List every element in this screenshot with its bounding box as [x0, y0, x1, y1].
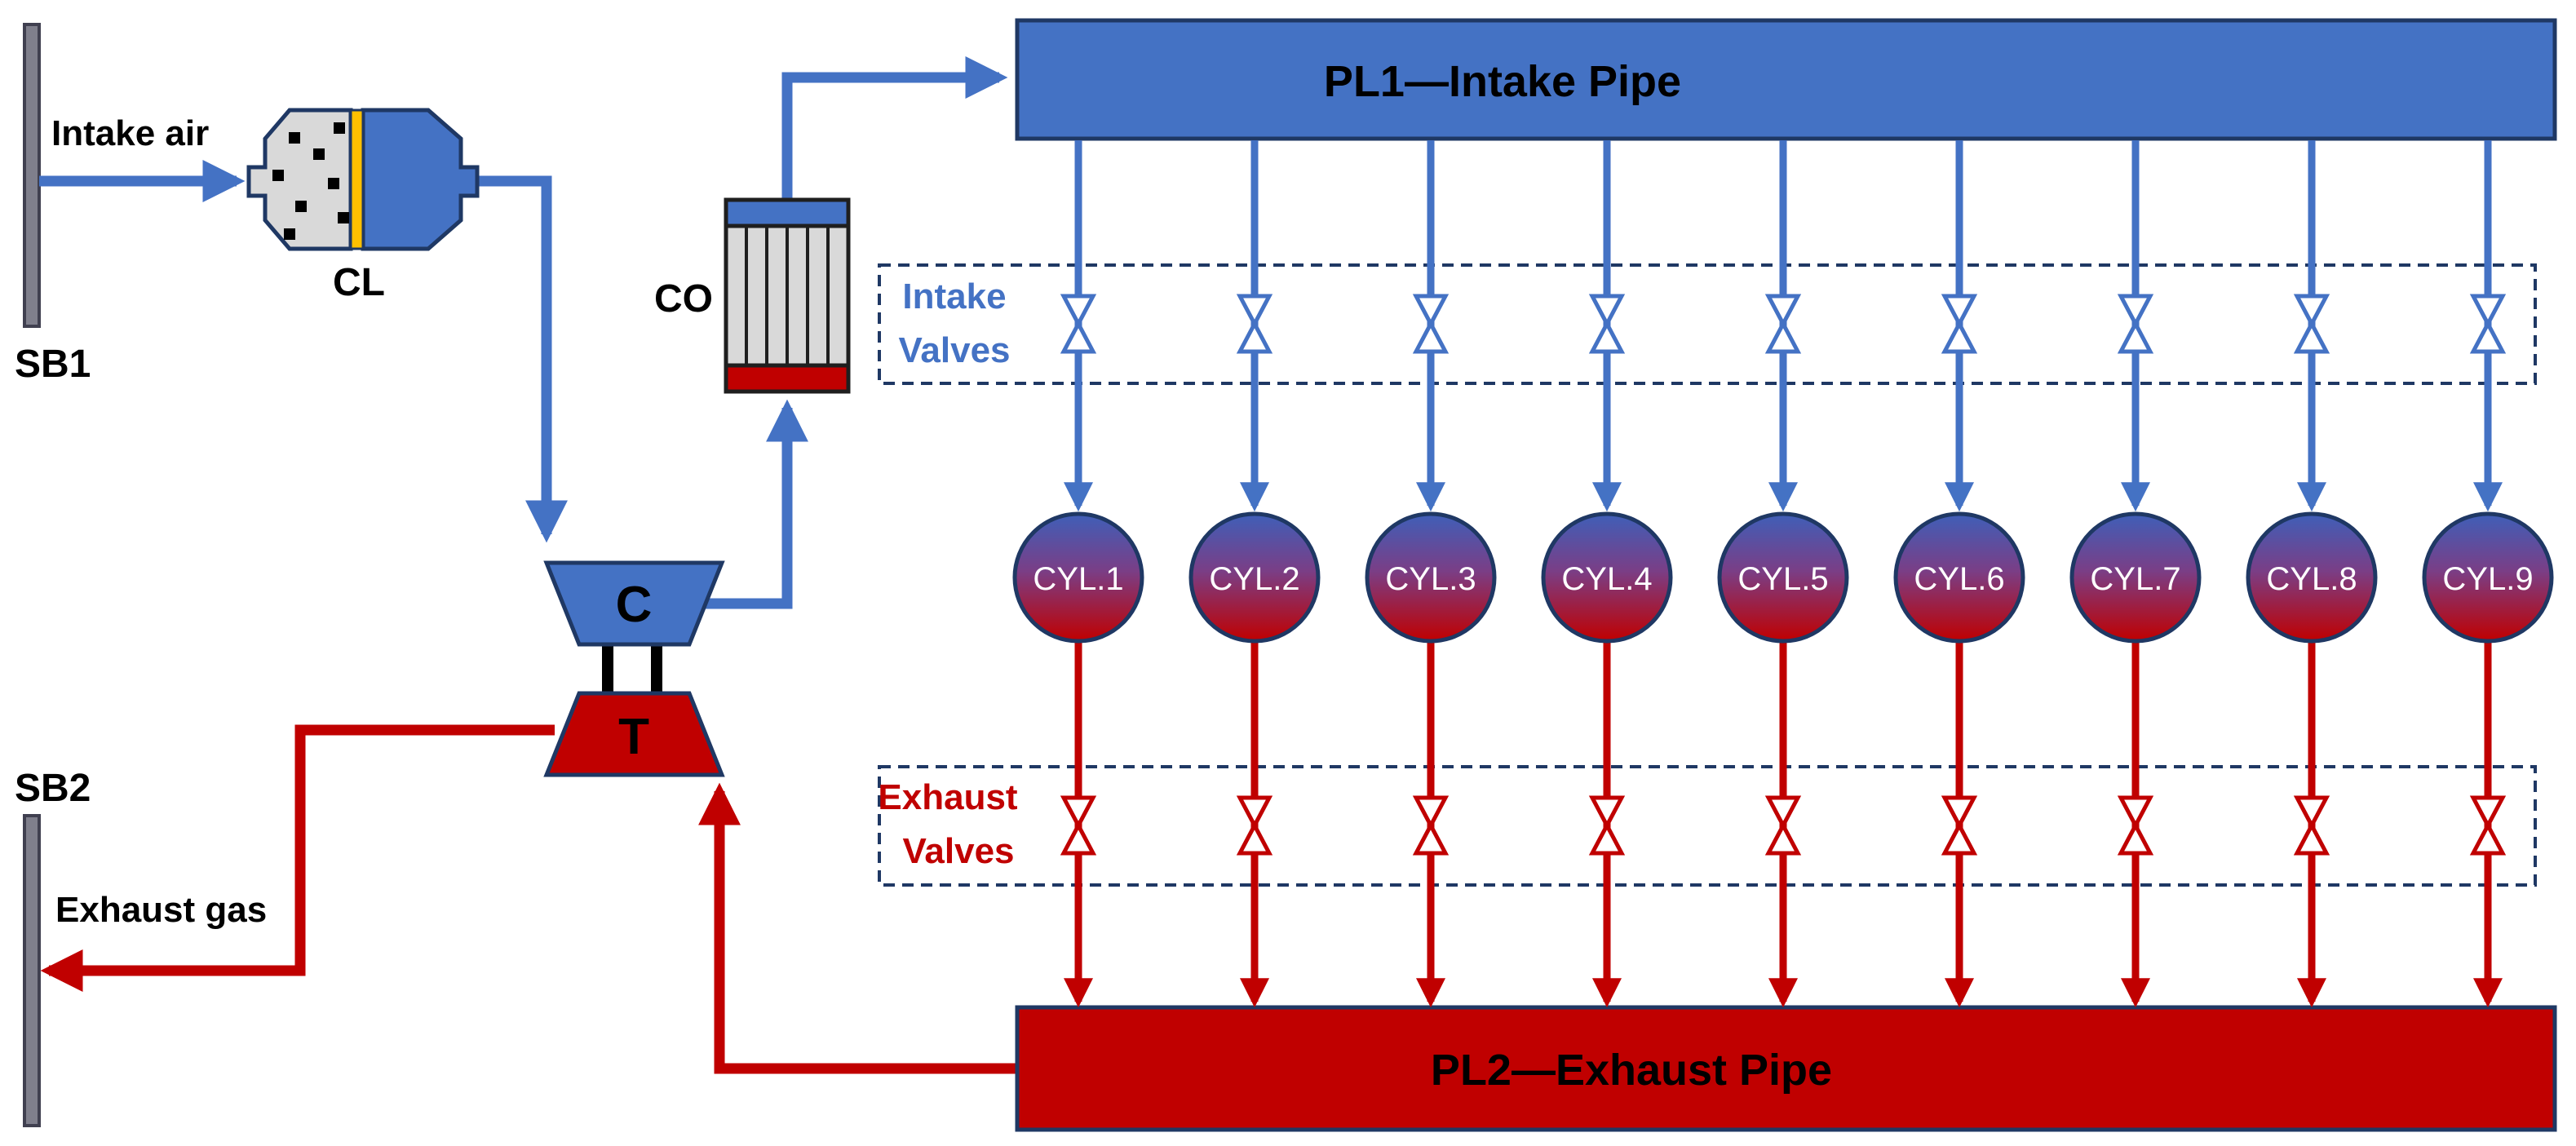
- intake-valve-icon-9: [2469, 294, 2507, 354]
- air-filter: [246, 108, 480, 251]
- exhaust-valve-icon-1: [1060, 795, 1097, 856]
- exhaust-valve-icon-2: [1236, 795, 1273, 856]
- cylinder-8: [2246, 511, 2378, 644]
- charge-air-cooler: [724, 197, 851, 394]
- exhaust-valves-group: [878, 765, 2537, 887]
- exhaust-pipe-to-turbine-pipe: [698, 782, 1016, 1074]
- turbocharger: [543, 560, 725, 777]
- cylinder-2: [1188, 511, 1321, 644]
- intake-valve-icon-8: [2293, 294, 2330, 354]
- cylinder-label-2: CYL.2: [1209, 561, 1299, 597]
- cylinder-5: [1717, 511, 1849, 644]
- exhaust-pipe: [1015, 1005, 2557, 1132]
- intake-pipe: [1015, 18, 2557, 141]
- turbine-label: T: [618, 709, 649, 765]
- intake-air-label: Intake air: [51, 113, 209, 153]
- cylinder-3: [1365, 511, 1497, 644]
- filter-to-compressor-pipe: [473, 175, 568, 543]
- cylinder-6: [1893, 511, 2025, 644]
- intake-pipe-label: PL1—Intake Pipe: [1324, 57, 1681, 106]
- intake-valve-icon-2: [1236, 294, 1273, 354]
- sb1-wall: [23, 23, 41, 328]
- turbine-shape: [543, 691, 725, 777]
- cylinder-label-6: CYL.6: [1914, 561, 2004, 597]
- compressor-to-cooler-pipe: [702, 399, 808, 609]
- intake-valve-icon-6: [1941, 294, 1978, 354]
- turbine-to-outlet-pipe: [40, 724, 555, 992]
- intake-valves-label-line2: Valves: [898, 330, 1010, 370]
- cylinder-9: [2422, 511, 2554, 644]
- exhaust-valves-label-line1: Exhaust: [878, 777, 1018, 817]
- exhaust-valve-icon-9: [2469, 795, 2507, 856]
- intake-valve-icon-1: [1060, 294, 1097, 354]
- exhaust-valves-label-line2: Valves: [902, 831, 1014, 871]
- intake-valve-icon-7: [2117, 294, 2154, 354]
- exhaust-pipe-label: PL2—Exhaust Pipe: [1431, 1046, 1832, 1095]
- filter-label: CL: [333, 261, 385, 304]
- intake-valves-group: [878, 263, 2537, 385]
- cylinder-columns: CYL.1 CYL.2 CYL.3 CYL.4 CYL.5 CYL.6 CYL.7 CYL.8…: [1012, 140, 2554, 1008]
- compressor-label: C: [616, 577, 653, 633]
- cooler-label: CO: [654, 277, 713, 321]
- cylinder-label-4: CYL.4: [1561, 561, 1652, 597]
- intake-valve-icon-3: [1412, 294, 1450, 354]
- cylinder-label-3: CYL.3: [1385, 561, 1476, 597]
- exhaust-gas-label: Exhaust gas: [55, 890, 267, 930]
- exhaust-valve-icon-6: [1941, 795, 1978, 856]
- sb1-label: SB1: [15, 343, 91, 386]
- cylinder-4: [1541, 511, 1673, 644]
- cylinder-label-5: CYL.5: [1737, 561, 1828, 597]
- cylinder-label-7: CYL.7: [2090, 561, 2180, 597]
- sb2-wall: [23, 814, 41, 1127]
- cylinder-label-1: CYL.1: [1033, 561, 1123, 597]
- cylinder-label-8: CYL.8: [2266, 561, 2357, 597]
- cooler-to-intake-pipe: [781, 56, 1008, 200]
- intake-valve-icon-4: [1588, 294, 1626, 354]
- cylinder-1: [1012, 511, 1144, 644]
- exhaust-valve-icon-5: [1764, 795, 1802, 856]
- exhaust-valve-icon-8: [2293, 795, 2330, 856]
- exhaust-valve-icon-4: [1588, 795, 1626, 856]
- sb2-label: SB2: [15, 767, 91, 810]
- exhaust-valve-icon-3: [1412, 795, 1450, 856]
- intake-valve-icon-5: [1764, 294, 1802, 354]
- compressor-shape: [543, 560, 725, 647]
- exhaust-valve-icon-7: [2117, 795, 2154, 856]
- cylinder-7: [2069, 511, 2202, 644]
- cylinder-label-9: CYL.9: [2442, 561, 2533, 597]
- intake-valves-label-line1: Intake: [902, 277, 1006, 316]
